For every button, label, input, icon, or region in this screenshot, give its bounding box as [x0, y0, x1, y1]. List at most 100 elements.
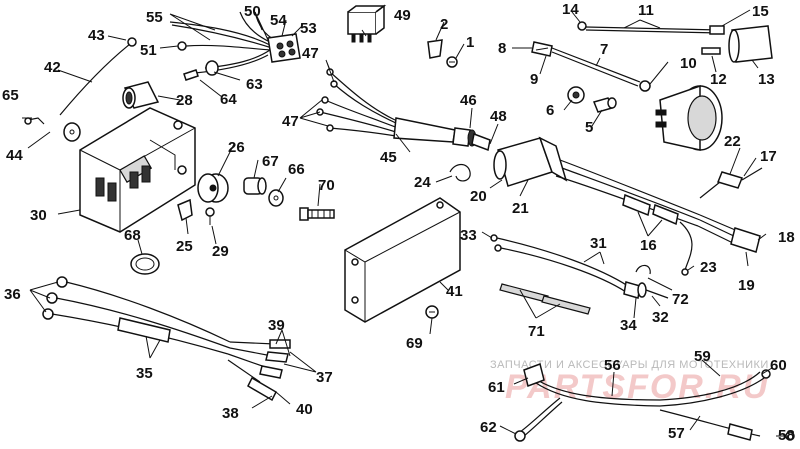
label-42: 42 — [44, 59, 61, 76]
label-21: 21 — [512, 200, 529, 217]
label-5: 5 — [585, 119, 593, 136]
power-pack-30 — [79, 107, 196, 233]
label-59: 59 — [694, 348, 711, 365]
label-10: 10 — [680, 55, 697, 72]
label-11: 11 — [638, 2, 654, 19]
screw-29 — [205, 207, 215, 225]
harness-16 — [555, 159, 763, 276]
label-66: 66 — [288, 161, 305, 178]
rectifier-41 — [344, 197, 461, 323]
label-1: 1 — [466, 34, 474, 51]
label-69: 69 — [406, 335, 423, 352]
boot-13 — [728, 25, 773, 63]
washer-57 — [63, 122, 81, 142]
ground-lead-42 — [24, 37, 137, 125]
label-24: 24 — [414, 174, 431, 191]
label-68: 68 — [124, 227, 141, 244]
watermark-caption: ЗАПЧАСТИ И АКСЕССУАРЫ ДЛЯ МОТОТЕХНИКИ — [490, 359, 769, 371]
relay-49 — [347, 4, 387, 43]
label-28: 28 — [176, 92, 193, 109]
label-53: 53 — [300, 20, 317, 37]
harness-56 — [514, 363, 795, 442]
bulb-socket-6 — [567, 86, 585, 104]
label-63: 63 — [246, 76, 263, 93]
connector-28 — [122, 81, 160, 109]
label-29: 29 — [212, 243, 229, 260]
label-26: 26 — [228, 139, 245, 156]
harness-45 — [316, 68, 491, 152]
label-15: 15 — [752, 3, 769, 20]
label-48: 48 — [490, 108, 507, 125]
label-25: 25 — [176, 238, 193, 255]
sleeve-67 — [243, 177, 267, 195]
label-17: 17 — [760, 148, 777, 165]
label-12: 12 — [710, 71, 727, 88]
label-50: 50 — [244, 3, 261, 20]
label-20: 20 — [470, 188, 487, 205]
label-30: 30 — [30, 207, 47, 224]
label-7: 7 — [600, 41, 608, 58]
label-65: 65 — [2, 87, 19, 104]
label-33: 33 — [460, 227, 477, 244]
label-44: 44 — [6, 147, 23, 164]
label-18: 18 — [778, 229, 795, 246]
bolt-70 — [299, 207, 335, 221]
screw-1 — [446, 56, 458, 68]
label-34: 34 — [620, 317, 637, 334]
clip-72 — [635, 264, 651, 275]
label-67: 67 — [262, 153, 279, 170]
leader-lines — [22, 9, 786, 437]
label-35: 35 — [136, 365, 153, 382]
bulb-5 — [592, 97, 617, 113]
label-62: 62 — [480, 419, 497, 436]
washer-66 — [268, 189, 284, 207]
label-47-second: 47 — [282, 113, 299, 130]
label-43: 43 — [88, 27, 105, 44]
label-39: 39 — [268, 317, 285, 334]
label-19: 19 — [738, 277, 755, 294]
label-45: 45 — [380, 149, 397, 166]
clip-25 — [177, 198, 193, 222]
label-47: 47 — [302, 45, 319, 62]
label-49: 49 — [394, 7, 411, 24]
lead-31 — [490, 234, 669, 299]
label-61: 61 — [488, 379, 505, 396]
label-41: 41 — [446, 283, 463, 300]
label-70: 70 — [318, 177, 335, 194]
coil-26 — [197, 173, 229, 203]
lead-7 — [531, 41, 651, 92]
terminal-64 — [183, 69, 199, 81]
clip-2 — [427, 39, 443, 59]
label-2: 2 — [440, 16, 448, 33]
clip-24 — [449, 163, 471, 182]
connector-53 — [267, 33, 301, 63]
label-56: 56 — [604, 357, 621, 374]
label-31: 31 — [590, 235, 607, 252]
label-57: 57 — [668, 425, 685, 442]
label-37: 37 — [316, 369, 333, 386]
label-71: 71 — [528, 323, 545, 340]
sleeves-71 — [499, 283, 591, 315]
label-55: 55 — [146, 9, 163, 26]
label-8: 8 — [498, 40, 506, 57]
label-14: 14 — [562, 1, 579, 18]
label-54: 54 — [270, 12, 287, 29]
label-64: 64 — [220, 91, 237, 108]
label-6: 6 — [546, 102, 554, 119]
lead-11 — [577, 21, 725, 35]
grommet-63 — [205, 60, 219, 76]
tachometer-10 — [655, 84, 723, 151]
label-16: 16 — [640, 237, 657, 254]
label-32: 32 — [652, 309, 669, 326]
harness-35 — [42, 276, 291, 402]
clamp-68 — [130, 253, 160, 275]
label-9: 9 — [530, 71, 538, 88]
label-40: 40 — [296, 401, 313, 418]
ignition-switch-21 — [493, 136, 568, 187]
screw-69 — [425, 305, 439, 319]
pin-12 — [701, 47, 721, 55]
label-51: 51 — [140, 42, 157, 59]
label-38: 38 — [222, 405, 239, 422]
